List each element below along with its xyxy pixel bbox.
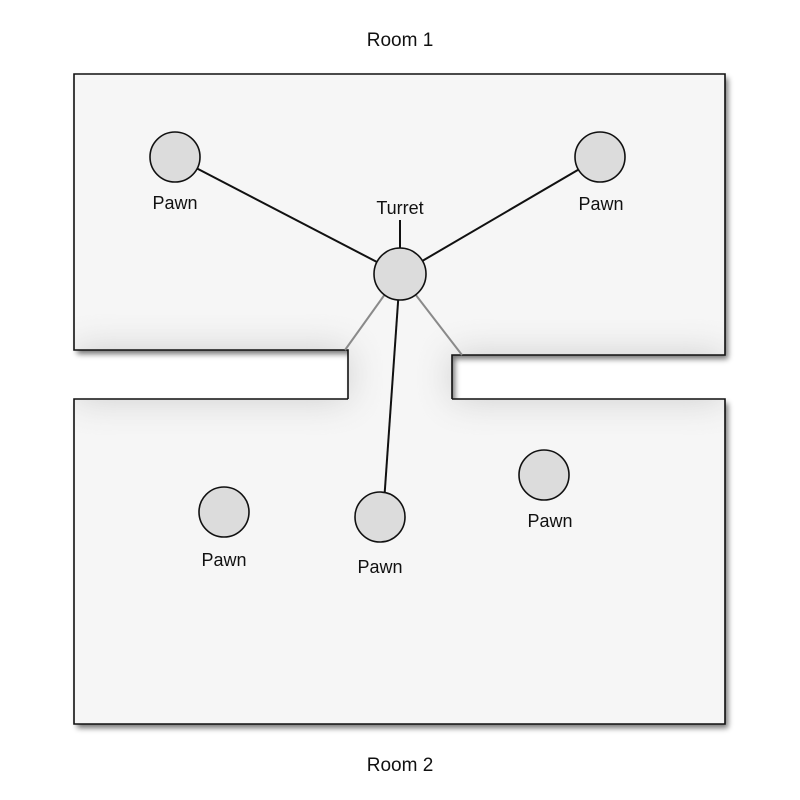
- room2-walls: [73, 398, 726, 725]
- room1-walls: [73, 73, 726, 399]
- pawn-room2-right-label: Pawn: [527, 511, 572, 531]
- pawn-room2-left-label: Pawn: [201, 550, 246, 570]
- pawn-room1-right-label: Pawn: [578, 194, 623, 214]
- rooms-floor: [74, 74, 725, 724]
- pawn-room2-middle: [354, 491, 406, 543]
- link-turret-pawn-room1-left: [174, 156, 401, 275]
- pawn-room2-left: [198, 486, 250, 538]
- pawn-room2-right: [518, 449, 570, 501]
- room1-title: Room 1: [367, 30, 434, 51]
- pawn-room1-right: [574, 131, 626, 183]
- pawn-room2-middle-label: Pawn: [357, 557, 402, 577]
- pawn-room1-left: [149, 131, 201, 183]
- sight-line-right: [411, 289, 463, 356]
- pawn-room1-left-label: Pawn: [152, 193, 197, 213]
- sight-line-left: [344, 289, 389, 351]
- turret-node: [373, 247, 427, 301]
- turret-label: Turret: [376, 198, 423, 218]
- link-turret-pawn-room1-right: [399, 156, 601, 275]
- link-turret-pawn-room2-middle: [382, 273, 401, 518]
- room2-title: Room 2: [367, 755, 434, 776]
